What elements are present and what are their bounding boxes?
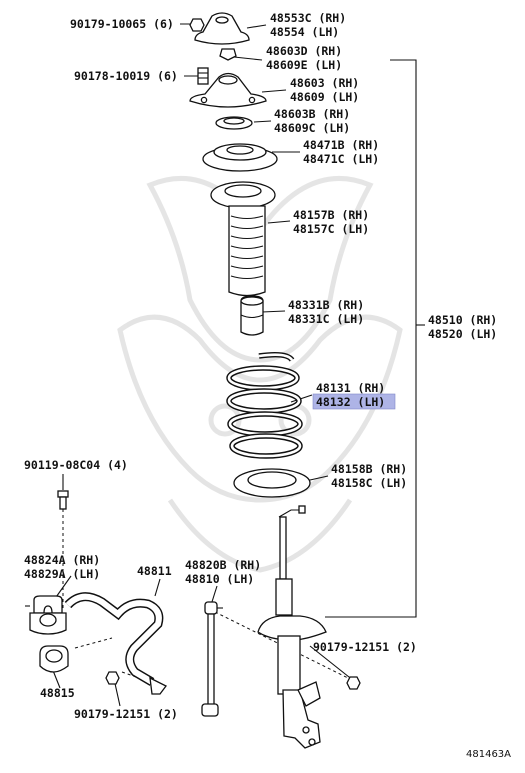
label-48158c: 48158C (LH) [331, 476, 407, 490]
label-48810: 48810 (LH) [185, 572, 254, 586]
label-48157c: 48157C (LH) [293, 222, 369, 236]
label-48603: 48603 (RH) [290, 76, 359, 90]
upper-nut [219, 48, 237, 61]
label-48471b: 48471B (RH) [303, 138, 379, 152]
label-48554: 48554 (LH) [270, 25, 339, 39]
diagram-id: 481463A [466, 749, 511, 760]
lower-spring-insulator [233, 468, 311, 498]
upper-spring-insulator [202, 143, 278, 172]
label-48157b: 48157B (RH) [293, 208, 369, 222]
highlight-box [312, 393, 396, 410]
dust-boot [210, 181, 276, 297]
shock-absorber [257, 505, 327, 749]
label-48132: 48132 (LH) [316, 395, 385, 409]
stabilizer-bushing [29, 595, 67, 635]
coil-spring [226, 351, 303, 459]
part-labels: 90179-10065 (6) 48553C (RH) 48554 (LH) 4… [24, 11, 511, 760]
label-48331b: 48331B (RH) [288, 298, 364, 312]
label-48815: 48815 [40, 686, 75, 700]
link-nut-right [346, 676, 361, 690]
label-48811: 48811 [137, 564, 172, 578]
bump-stopper [240, 295, 264, 336]
support-bearing [215, 116, 253, 130]
label-48609e: 48609E (LH) [266, 58, 342, 72]
label-48158b: 48158B (RH) [331, 462, 407, 476]
strut-mount [189, 72, 267, 108]
leader-lines [51, 23, 425, 707]
label-48331c: 48331C (LH) [288, 312, 364, 326]
label-48609: 48609 (LH) [290, 90, 359, 104]
label-48820b: 48820B (RH) [185, 558, 261, 572]
label-90178-10019: 90178-10019 (6) [74, 69, 178, 83]
label-48829a: 48829A (LH) [24, 567, 100, 581]
support-dust-cover [194, 12, 250, 45]
mount-bolt [197, 67, 209, 85]
label-48553c: 48553C (RH) [270, 11, 346, 25]
label-48471c: 48471C (LH) [303, 152, 379, 166]
stabilizer-bar [25, 592, 167, 695]
top-nut [189, 18, 205, 32]
label-48603b: 48603B (RH) [274, 107, 350, 121]
bracket-bolt [57, 490, 69, 510]
label-48609c: 48609C (LH) [274, 121, 350, 135]
label-90179-10065: 90179-10065 (6) [70, 17, 174, 31]
label-90179-12151-bottom: 90179-12151 (2) [74, 707, 178, 721]
label-48520: 48520 (LH) [428, 327, 497, 341]
label-48824a: 48824A (RH) [24, 553, 100, 567]
label-90179-12151-right: 90179-12151 (2) [313, 640, 417, 654]
label-48603d: 48603D (RH) [266, 44, 342, 58]
link-nut-left [105, 671, 120, 685]
label-90119-08c04: 90119-08C04 (4) [24, 458, 128, 472]
bushing-bracket [39, 645, 69, 673]
label-48131: 48131 (RH) [316, 381, 385, 395]
stabilizer-link [201, 601, 223, 717]
label-48510: 48510 (RH) [428, 313, 497, 327]
